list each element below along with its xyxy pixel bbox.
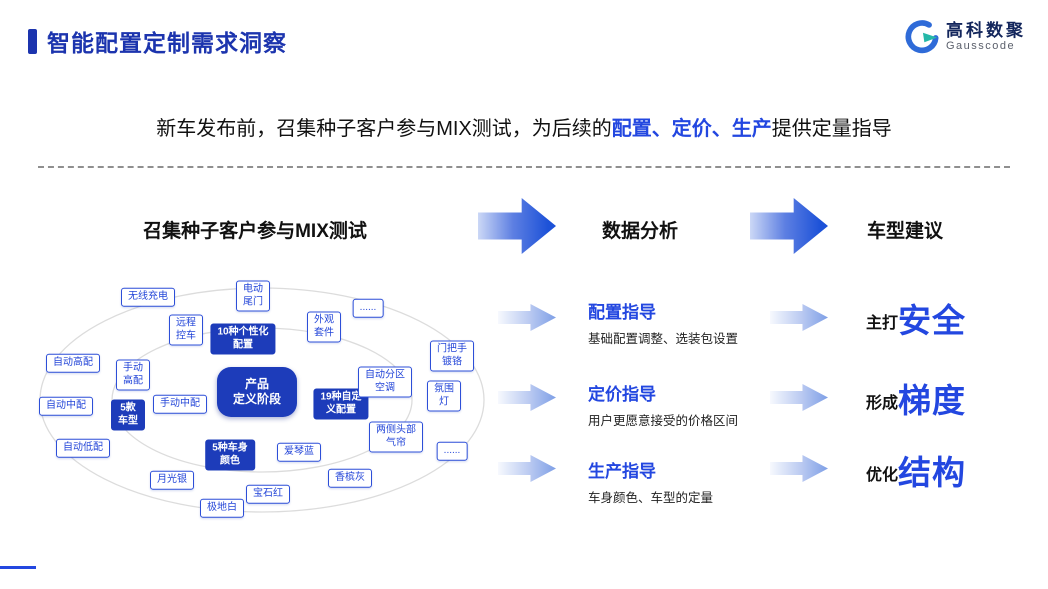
suggestion-prefix: 主打 bbox=[866, 315, 899, 332]
mix-test-bubble-diagram: 无线充电 电动 尾门 远程 控车 10种个性化 配置 外观 套件 ...... … bbox=[30, 255, 500, 545]
diagram-node: 两侧头部 气帘 bbox=[369, 421, 423, 453]
title-accent-bar bbox=[28, 29, 37, 54]
diagram-node: 爱琴蓝 bbox=[277, 442, 321, 462]
dashed-divider bbox=[38, 166, 1010, 168]
gausscode-logo-icon bbox=[905, 20, 939, 54]
brand-logo: 高科数聚 Gausscode bbox=[905, 20, 1026, 54]
diagram-node: 氛围 灯 bbox=[427, 380, 461, 412]
analysis-title-pricing: 定价指导 bbox=[588, 385, 656, 404]
suggestion-gradient: 形成 梯度 bbox=[866, 374, 966, 422]
diagram-node: ...... bbox=[352, 298, 384, 318]
diagram-node: 香槟灰 bbox=[328, 468, 372, 488]
analysis-title-config: 配置指导 bbox=[588, 303, 656, 322]
diagram-node: 无线充电 bbox=[121, 287, 175, 307]
diagram-node: 自动分区 空调 bbox=[358, 366, 412, 398]
diagram-node: 手动 高配 bbox=[116, 359, 150, 391]
diagram-node-category: 5种车身 颜色 bbox=[205, 439, 255, 471]
logo-text: 高科数聚 Gausscode bbox=[946, 21, 1026, 53]
row-arrow-icon bbox=[770, 455, 828, 482]
bottom-accent-line bbox=[0, 566, 36, 569]
subtitle-prefix: 新车发布前，召集种子客户参与MIX测试，为后续的 bbox=[156, 118, 612, 140]
flow-arrow-icon bbox=[478, 198, 556, 254]
suggestion-keyword: 梯度 bbox=[898, 382, 967, 419]
diagram-node: 月光银 bbox=[150, 470, 194, 490]
diagram-node: 极地白 bbox=[200, 498, 244, 518]
diagram-node: 远程 控车 bbox=[169, 314, 203, 346]
diagram-node-category: 10种个性化 配置 bbox=[210, 323, 276, 355]
row-arrow-icon bbox=[770, 384, 828, 411]
diagram-node: 自动高配 bbox=[46, 353, 100, 373]
diagram-node: 手动中配 bbox=[153, 394, 207, 414]
analysis-title-production: 生产指导 bbox=[588, 462, 656, 481]
logo-brand-en: Gausscode bbox=[946, 40, 1016, 53]
subtitle-highlight: 配置、定价、生产 bbox=[611, 118, 772, 140]
diagram-node-category: 5款 车型 bbox=[111, 399, 145, 431]
analysis-desc-production: 车身颜色、车型的定量 bbox=[588, 491, 714, 505]
diagram-node: 外观 套件 bbox=[307, 311, 341, 343]
logo-brand-cn: 高科数聚 bbox=[946, 20, 1026, 40]
row-arrow-icon bbox=[770, 304, 828, 331]
page-title: 智能配置定制需求洞察 bbox=[47, 30, 287, 56]
analysis-desc-pricing: 用户更愿意接受的价格区间 bbox=[588, 414, 739, 428]
flow-arrow-icon bbox=[750, 198, 828, 254]
suggestion-structure: 优化 结构 bbox=[866, 446, 966, 494]
suggestion-keyword: 安全 bbox=[898, 302, 967, 339]
diagram-node: 宝石红 bbox=[246, 484, 290, 504]
diagram-node: ...... bbox=[436, 441, 468, 461]
column-header-mix-test: 召集种子客户参与MIX测试 bbox=[143, 221, 367, 242]
diagram-node: 自动中配 bbox=[39, 396, 93, 416]
diagram-node: 门把手 镀铬 bbox=[430, 340, 474, 372]
column-header-data-analysis: 数据分析 bbox=[601, 221, 678, 242]
diagram-node: 电动 尾门 bbox=[236, 280, 270, 312]
suggestion-prefix: 优化 bbox=[866, 467, 899, 484]
slide-subtitle: 新车发布前，召集种子客户参与MIX测试，为后续的配置、定价、生产提供定量指导 bbox=[0, 112, 1048, 141]
subtitle-suffix: 提供定量指导 bbox=[771, 118, 892, 140]
suggestion-prefix: 形成 bbox=[866, 395, 899, 412]
analysis-desc-config: 基础配置调整、选装包设置 bbox=[588, 332, 739, 346]
diagram-center-node: 产品 定义阶段 bbox=[216, 367, 298, 417]
row-arrow-icon bbox=[498, 384, 556, 411]
diagram-node-category: 19种自定 义配置 bbox=[313, 388, 369, 420]
column-header-model-suggestion: 车型建议 bbox=[866, 221, 943, 242]
row-arrow-icon bbox=[498, 455, 556, 482]
diagram-node: 自动低配 bbox=[56, 438, 110, 458]
suggestion-keyword: 结构 bbox=[898, 454, 967, 491]
suggestion-safety: 主打 安全 bbox=[866, 294, 966, 342]
row-arrow-icon bbox=[498, 304, 556, 331]
